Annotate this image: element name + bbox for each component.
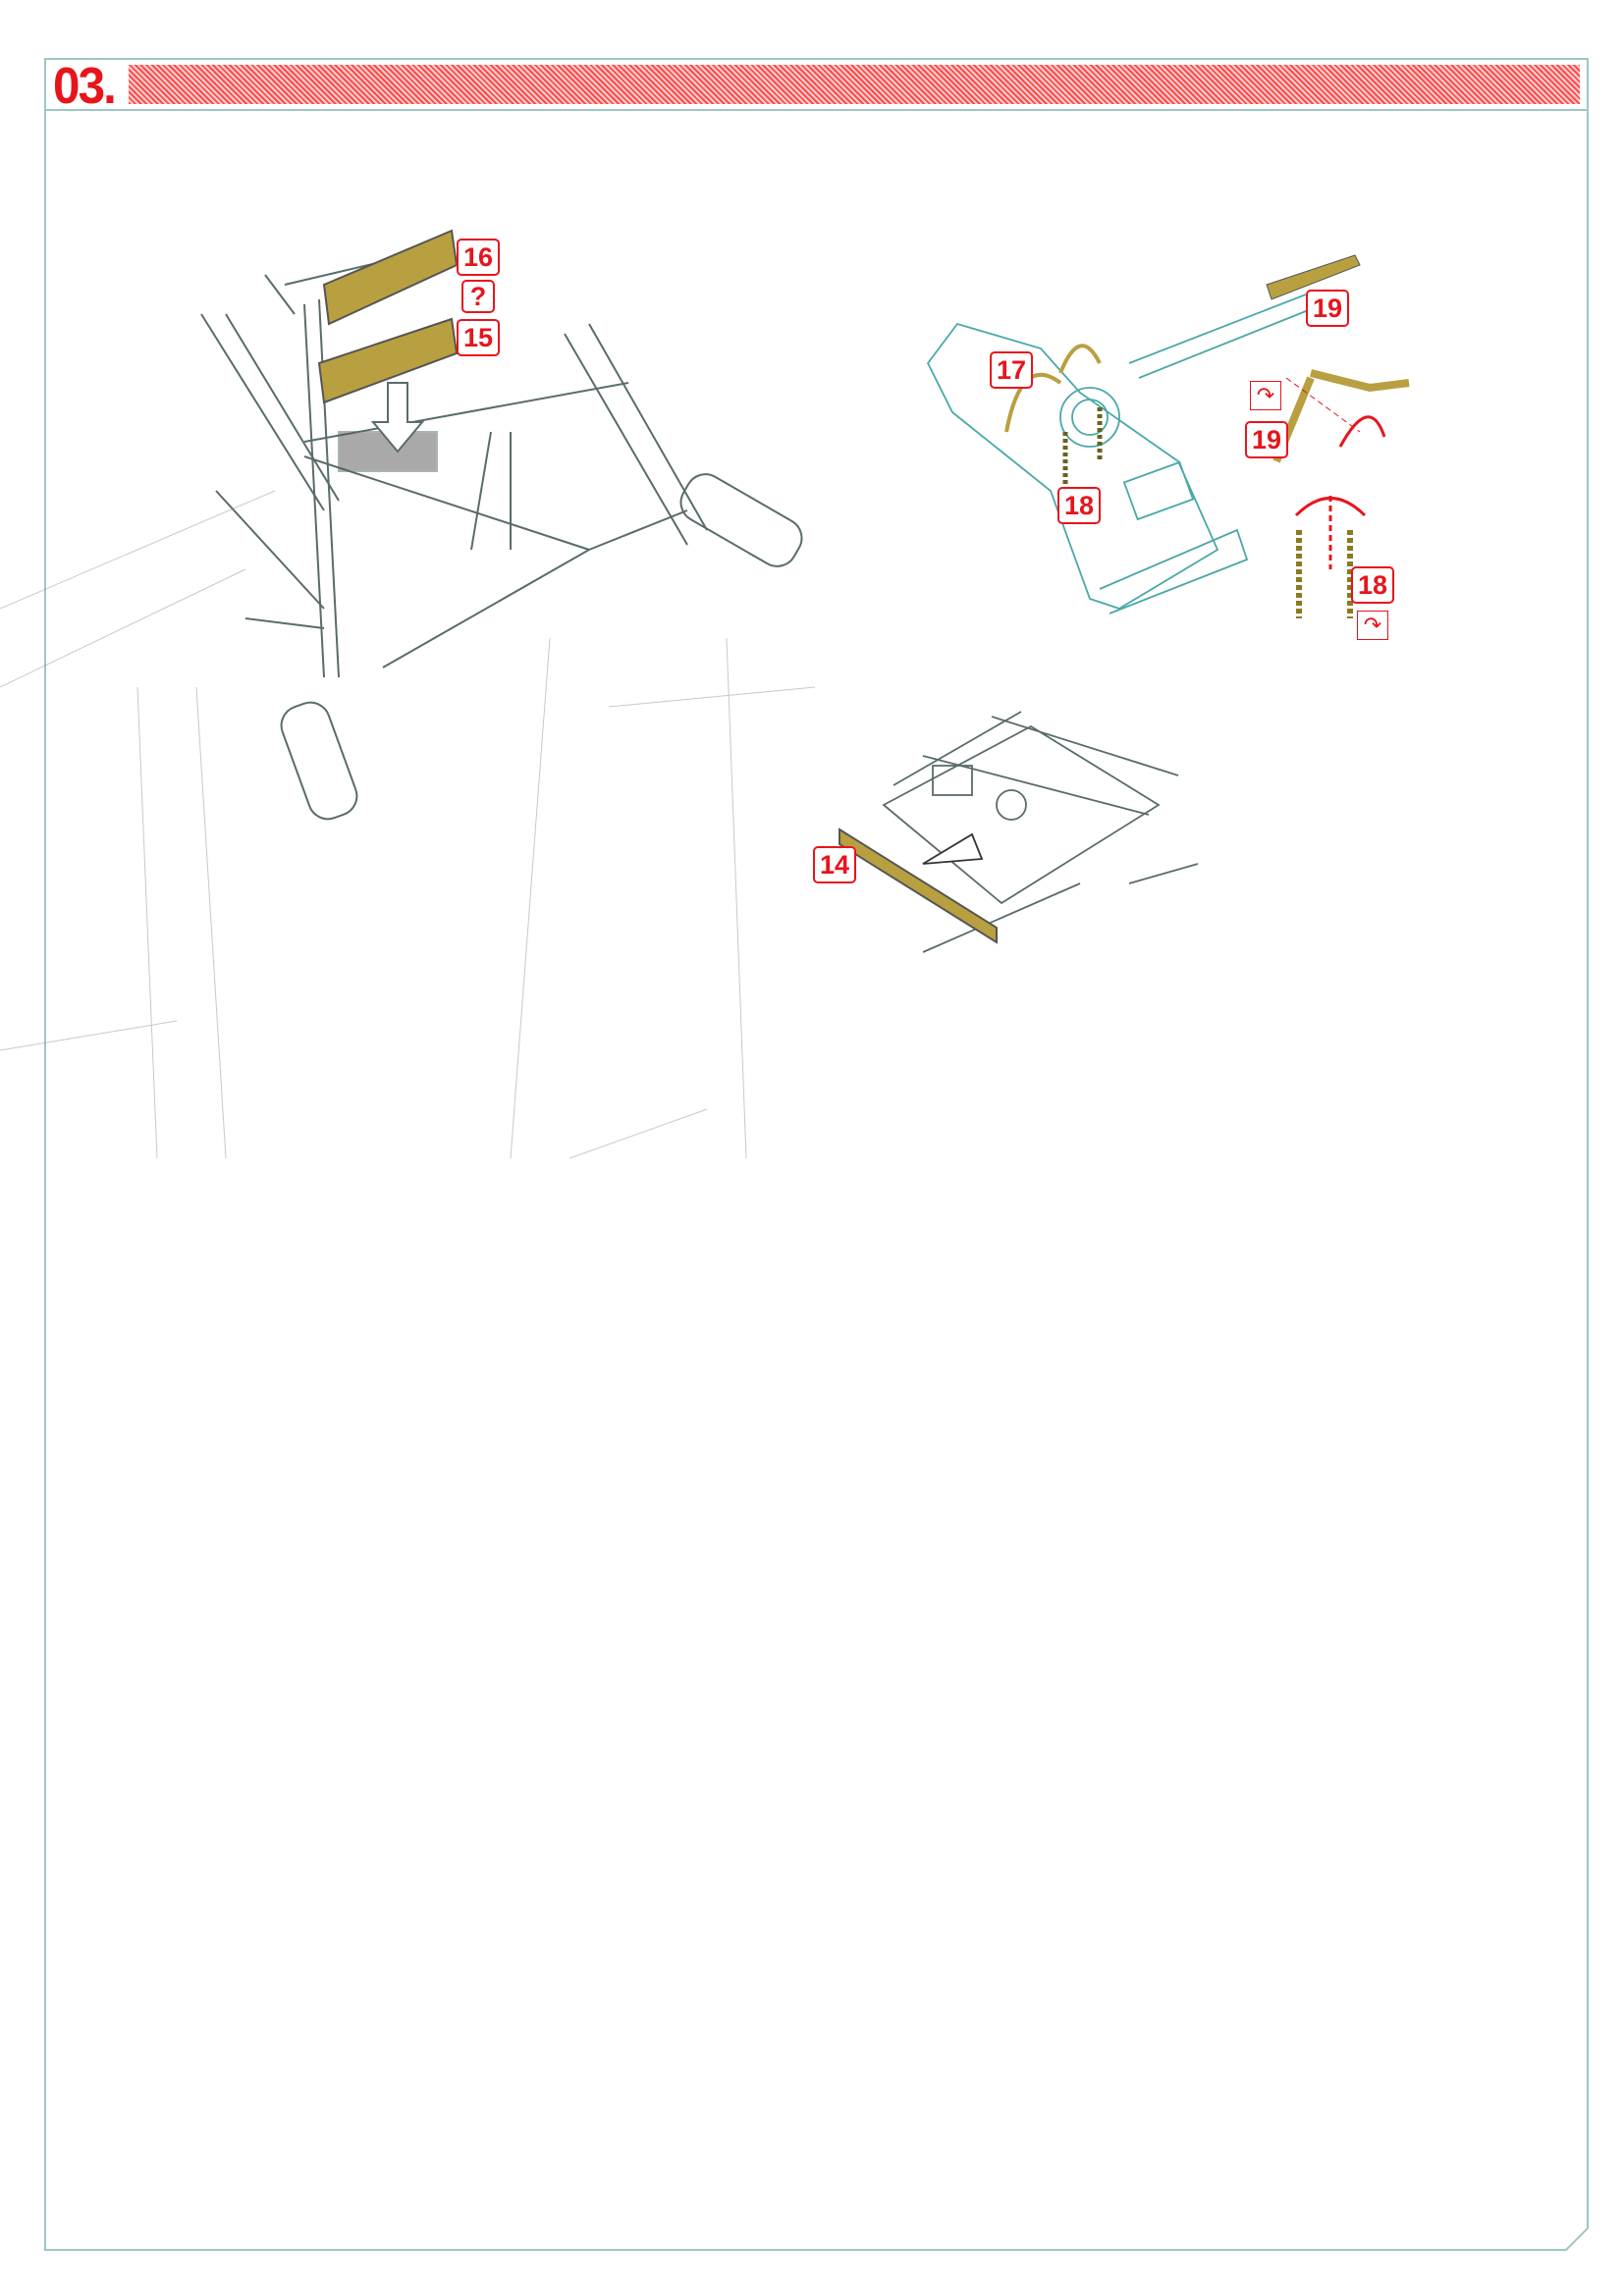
fold-arrow-icon: ↷ xyxy=(1250,381,1281,410)
background-sketch xyxy=(0,490,816,1159)
part-label-17: 17 xyxy=(990,351,1033,389)
part-18-spring xyxy=(1062,407,1103,491)
part-18-detail-springs xyxy=(1296,530,1353,618)
chassis-diagram xyxy=(882,711,1199,953)
landing-gear-diagram xyxy=(200,244,803,821)
fold-arrow-icon: ↷ xyxy=(1357,611,1388,640)
part-label-15: 15 xyxy=(457,319,500,356)
rotate-arrow-icon xyxy=(1294,415,1386,569)
part-label-unknown: ? xyxy=(461,280,495,313)
step-header-bar xyxy=(129,65,1580,104)
part-19-antenna xyxy=(1266,254,1410,463)
part-label-18: 18 xyxy=(1057,487,1101,524)
part-label-19-top: 19 xyxy=(1306,290,1349,327)
part-16-strip xyxy=(322,229,459,326)
part-label-18-detail: 18 xyxy=(1351,566,1394,604)
part-label-14: 14 xyxy=(813,846,856,883)
part-label-16: 16 xyxy=(457,239,500,276)
step-number: 03. xyxy=(53,58,117,115)
part-14-strip xyxy=(839,828,998,944)
turret-diagram xyxy=(926,294,1312,614)
part-label-19-detail: 19 xyxy=(1245,421,1288,458)
